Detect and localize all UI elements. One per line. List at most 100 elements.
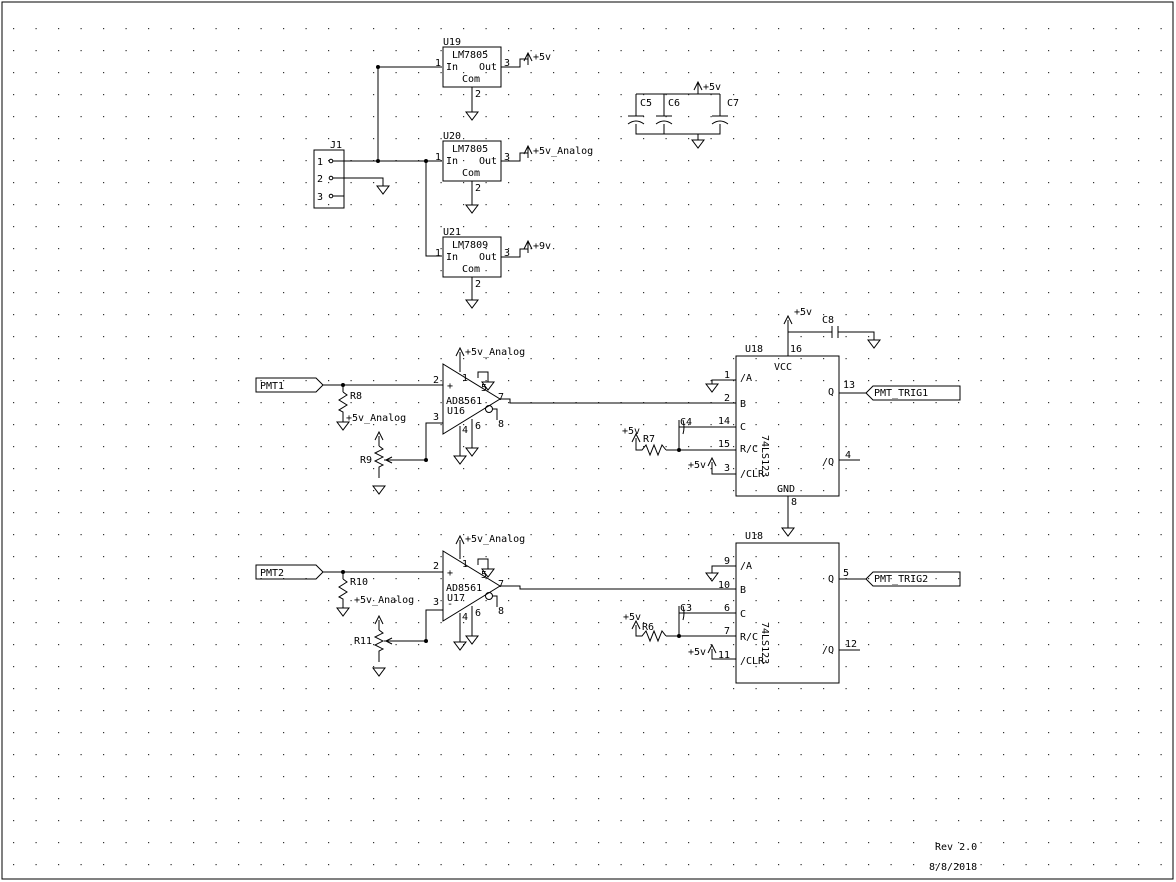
pot-ref: R9	[360, 455, 372, 466]
pin-name: -	[447, 599, 453, 610]
pin-name: C	[740, 609, 746, 620]
rail-label: +5v	[688, 647, 706, 658]
net-flag	[865, 571, 961, 587]
pin-number: 4	[845, 450, 851, 461]
pin-name: Q	[828, 574, 834, 585]
regulator-part: LM7805	[452, 144, 488, 155]
pin-number: 8	[498, 606, 504, 617]
revision-label: Rev 2.0	[935, 842, 977, 853]
regulator-ref: U19	[443, 37, 461, 48]
comparator-part: AD8561	[446, 396, 482, 407]
pot-ref: R11	[354, 636, 372, 647]
comparator-symbol	[442, 550, 501, 622]
connector-pin-label: 2	[317, 174, 323, 185]
pin-name: /CLR	[740, 656, 765, 667]
capacitor-ref: C8	[822, 315, 834, 326]
pin-number: 9	[724, 556, 730, 567]
net-label-input: PMT1	[260, 381, 284, 392]
pin-name: /Q	[822, 645, 834, 656]
pin-number: 3	[433, 597, 439, 608]
pin-name: Q	[828, 387, 834, 398]
regulator-ref: U20	[443, 131, 461, 142]
regulator-u21: U21 LM7809 In Out Com 1 3 2 +9v	[435, 227, 551, 309]
pin-number: 1	[435, 58, 441, 69]
pin-name: Out	[479, 156, 497, 167]
pin-number: 2	[475, 279, 481, 290]
pin-number: 3	[504, 58, 510, 69]
pin-name: In	[446, 252, 458, 263]
rail-label: +5v_Analog	[465, 347, 525, 358]
rail-label: +5v_Analog	[465, 534, 525, 545]
pin-number: 1	[435, 248, 441, 259]
capacitor-ref: C7	[727, 98, 739, 109]
pin-number: 5	[481, 570, 487, 581]
pin-number: 5	[843, 568, 849, 579]
pin-name: In	[446, 156, 458, 167]
rail-label: +5v_Analog	[346, 413, 406, 424]
pin-name: Com	[462, 168, 480, 179]
pin-number: 6	[475, 608, 481, 619]
pin-number: 1	[724, 370, 730, 381]
rail-label: +5v	[533, 52, 551, 63]
pin-number: 11	[718, 650, 730, 661]
pin-name: +	[447, 568, 453, 579]
pin-number: 1	[435, 152, 441, 163]
capacitor-ref: C5	[640, 98, 652, 109]
regulator-part: LM7805	[452, 50, 488, 61]
rail-label: +5v_Analog	[533, 146, 593, 157]
pin-number: 2	[475, 89, 481, 100]
pin-number: 6	[475, 421, 481, 432]
pin-name: GND	[777, 484, 795, 495]
pin-name: C	[740, 422, 746, 433]
rail-label: +5v	[703, 82, 721, 93]
comparator-ref: U16	[447, 406, 465, 417]
pin-number: 7	[498, 579, 504, 590]
pin-number: 3	[433, 412, 439, 423]
pin-number: 3	[724, 463, 730, 474]
resistor-ref: R10	[350, 577, 368, 588]
capacitor-ref: C6	[668, 98, 680, 109]
oneshot-part: 74LS123	[759, 435, 770, 477]
pin-name: Com	[462, 74, 480, 85]
capacitor-ref: C3	[680, 603, 692, 614]
net-label-output: PMT_TRIG2	[874, 574, 928, 585]
channel-1: PMT1 R8 +5v_Analog R9 + U16 AD8561 2 3 1…	[255, 307, 961, 537]
regulator-part: LM7809	[452, 240, 488, 251]
pin-number: 7	[498, 392, 504, 403]
regulator-ref: U21	[443, 227, 461, 238]
pin-number: 2	[433, 375, 439, 386]
rail-label: +5v	[794, 307, 812, 318]
comparator-symbol	[442, 363, 501, 435]
pin-name: B	[740, 399, 746, 410]
regulator-u19: U19 LM7805 In Out Com 1 3 2 +5v	[435, 37, 551, 121]
comparator-part: AD8561	[446, 583, 482, 594]
oneshot-ref: U18	[745, 531, 763, 542]
pin-name: R/C	[740, 444, 758, 455]
power-wires	[333, 66, 442, 257]
pin-number: 12	[845, 639, 857, 650]
net-label-output: PMT_TRIG1	[874, 388, 928, 399]
pin-name: /A	[740, 561, 752, 572]
pin-number: 16	[790, 344, 802, 355]
pin-number: 7	[724, 626, 730, 637]
pin-number: 8	[498, 419, 504, 430]
resistor-ref: R6	[642, 622, 654, 633]
pin-number: 8	[791, 497, 797, 508]
pin-number: 5	[481, 383, 487, 394]
resistor-ref: R7	[643, 434, 655, 445]
pin-name: B	[740, 585, 746, 596]
pin-name: /CLR	[740, 469, 765, 480]
oneshot-part: 74LS123	[759, 622, 770, 664]
rail-label: +5v	[688, 460, 706, 471]
rail-label: +9v	[533, 241, 551, 252]
pin-number: 10	[718, 580, 730, 591]
rail-label: +5v	[623, 612, 641, 623]
pin-name: /A	[740, 373, 752, 384]
pin-number: 1	[462, 373, 468, 384]
pin-name: /Q	[822, 457, 834, 468]
regulator-u20: U20 LM7805 In Out Com 1 3 2 +5v_Analog	[435, 131, 593, 214]
connector-j1: J1 1 2 3	[313, 140, 345, 209]
connector-pin-label: 3	[317, 192, 323, 203]
pin-name: In	[446, 62, 458, 73]
